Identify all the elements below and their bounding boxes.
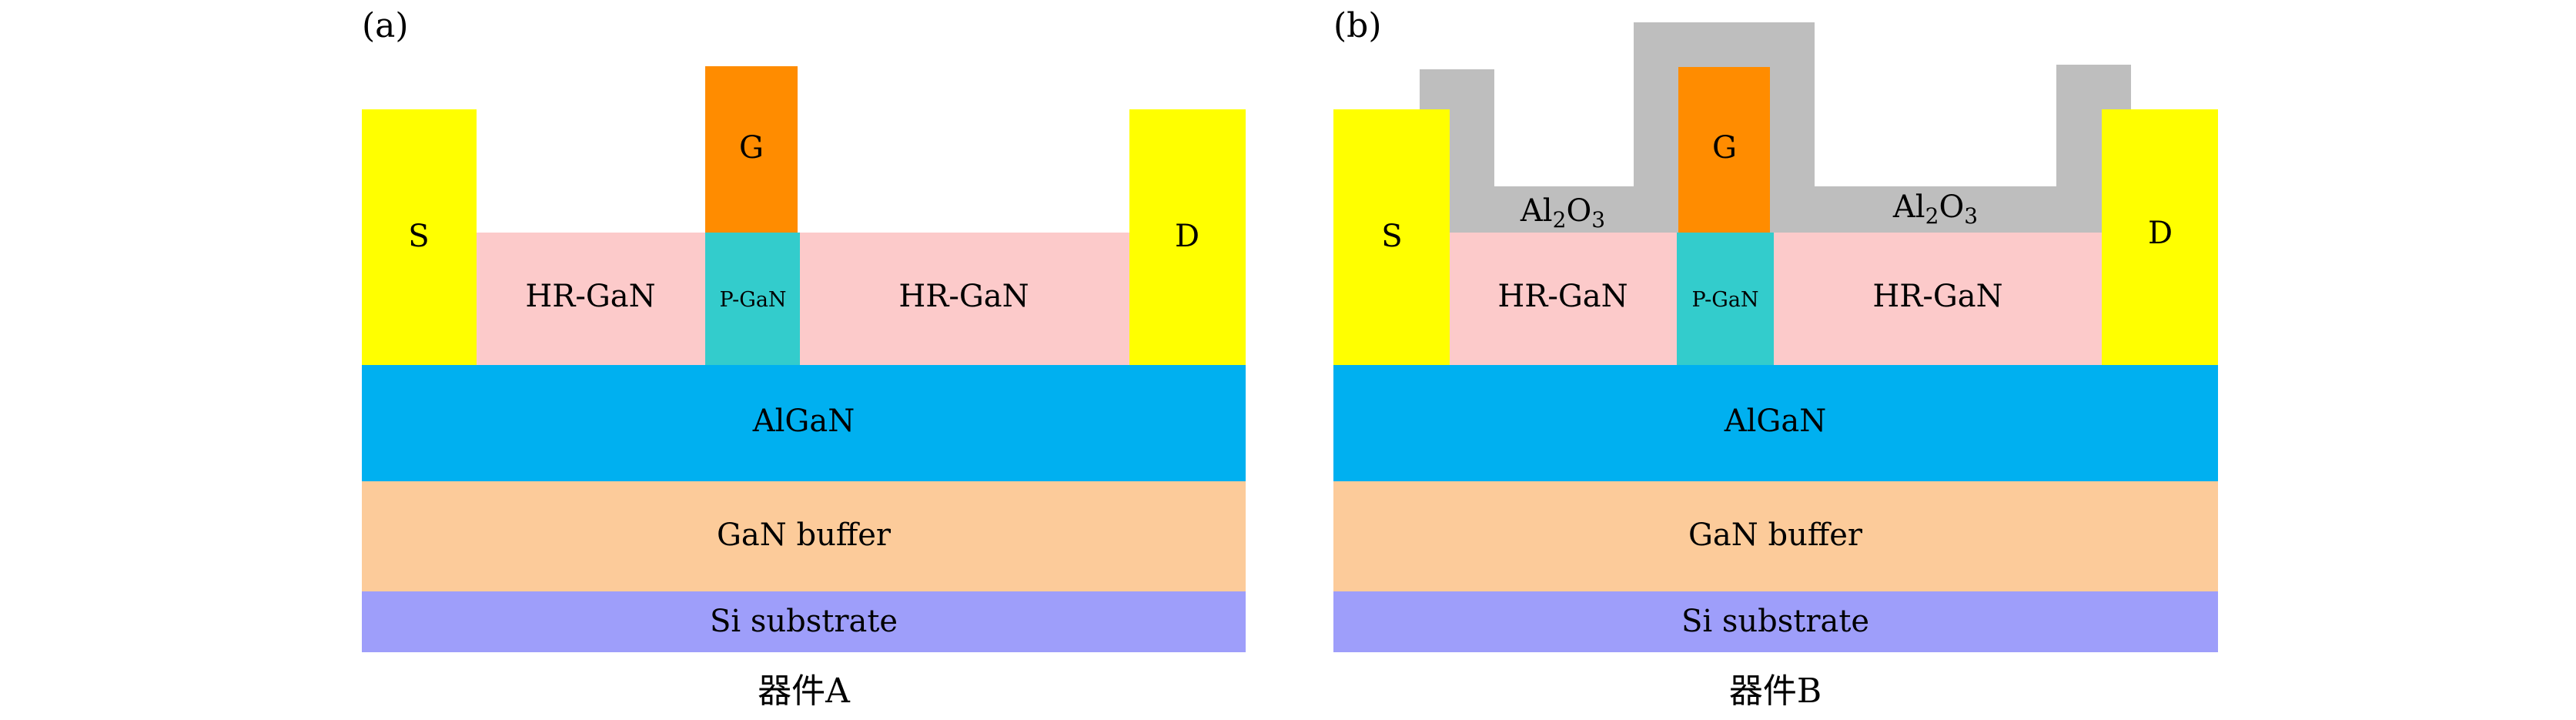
panel-b-p-gan xyxy=(1677,233,1774,365)
panel-b-gan-buffer-layer xyxy=(1333,481,2218,591)
panel-b-caption: 器件B xyxy=(1729,671,1822,711)
panel-b-tag: (b) xyxy=(1333,6,1382,45)
panel-a-source-contact xyxy=(362,109,477,365)
panel-b-hr-gan-right-label: HR-GaN xyxy=(1872,279,2002,314)
panel-a-hr-gan-right xyxy=(800,233,1129,365)
panel-b-source-label: S xyxy=(1381,219,1402,254)
panel-b-al2o3-left-label: Al2O3 xyxy=(1520,193,1605,233)
panel-a-gate-contact xyxy=(705,66,798,233)
panel-a-p-gan xyxy=(705,233,800,365)
panel-b-al2o3-right-label: Al2O3 xyxy=(1892,189,1978,229)
panel-b-hr-gan-left xyxy=(1450,233,1677,365)
panel-b-gate-label: G xyxy=(1712,130,1737,166)
panel-b-hr-gan-right xyxy=(1774,233,2102,365)
panel-b-substrate-label: Si substrate xyxy=(1681,604,1869,639)
panel-b-buffer-label: GaN buffer xyxy=(1688,517,1863,553)
panel-a-gan-buffer-layer xyxy=(362,481,1246,591)
panel-a-buffer-label: GaN buffer xyxy=(717,517,892,553)
panel-a-substrate-label: Si substrate xyxy=(710,604,898,639)
panel-b-hr-gan-left-label: HR-GaN xyxy=(1497,279,1628,314)
panel-a-si-substrate-layer xyxy=(362,591,1246,652)
panel-a-p-gan-label: P-GaN xyxy=(719,288,786,312)
panel-b: (b) S G D Al2O3 Al2O3 HR-GaN P-GaN HR-Ga… xyxy=(1333,6,2218,711)
panel-a-drain-contact xyxy=(1129,109,1246,365)
panel-a-gate-label: G xyxy=(739,130,764,166)
panel-a-hr-gan-right-label: HR-GaN xyxy=(898,279,1029,314)
panel-b-source-contact xyxy=(1333,109,1450,365)
panel-a-source-label: S xyxy=(408,219,429,254)
panel-a-algan-layer xyxy=(362,365,1246,481)
panel-b-algan-label: AlGaN xyxy=(1724,404,1826,439)
panel-b-al2o3-passivation xyxy=(1420,22,2131,233)
panel-a-algan-label: AlGaN xyxy=(752,404,855,439)
panel-b-p-gan-label: P-GaN xyxy=(1691,288,1758,312)
panel-a: (a) S G D HR-GaN P-GaN HR-GaN AlGaN GaN … xyxy=(362,6,1246,711)
panel-a-caption: 器件A xyxy=(758,671,851,711)
panel-b-drain-label: D xyxy=(2148,216,2173,251)
panel-b-algan-layer xyxy=(1333,365,2218,481)
panel-a-tag: (a) xyxy=(362,6,409,45)
panel-b-drain-contact xyxy=(2102,109,2218,365)
panel-b-gate-contact xyxy=(1678,67,1770,233)
panel-b-si-substrate-layer xyxy=(1333,591,2218,652)
panel-a-hr-gan-left xyxy=(477,233,705,365)
panel-a-hr-gan-left-label: HR-GaN xyxy=(525,279,655,314)
panel-a-drain-label: D xyxy=(1175,219,1199,254)
